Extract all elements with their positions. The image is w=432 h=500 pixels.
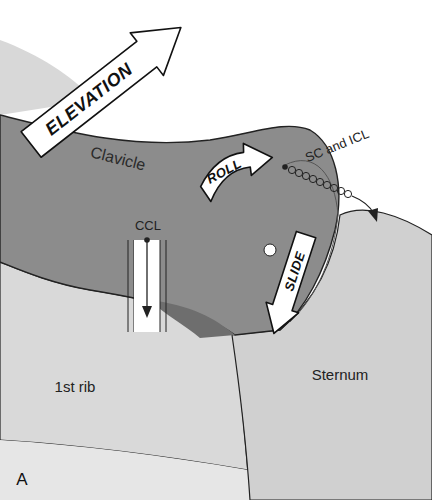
spring-coil bbox=[295, 169, 302, 176]
spring-coil bbox=[316, 178, 323, 185]
figure-letter: A bbox=[10, 470, 34, 490]
ligament-line bbox=[160, 240, 161, 332]
ligament-line bbox=[128, 240, 129, 332]
ligament-dot bbox=[144, 237, 150, 243]
spring-coil bbox=[288, 166, 295, 173]
spring-coil bbox=[330, 184, 337, 191]
ligament-arrowhead bbox=[368, 208, 378, 222]
ligament-tension-line bbox=[146, 240, 147, 312]
spring-coil bbox=[344, 190, 351, 197]
axis-of-rotation bbox=[264, 244, 276, 256]
bone-label: Sternum bbox=[300, 366, 380, 383]
spring-coil bbox=[323, 181, 330, 188]
arrow-shape bbox=[15, 6, 198, 166]
rib-lower-area bbox=[0, 440, 250, 500]
bone-label: 1st rib bbox=[40, 378, 110, 395]
ligament-dot bbox=[282, 164, 288, 170]
spring-coil bbox=[337, 187, 344, 194]
spring-coil bbox=[302, 172, 309, 179]
ligament-label: CCL bbox=[126, 218, 170, 233]
arrow-shape bbox=[192, 135, 277, 203]
spring-coil bbox=[309, 175, 316, 182]
ligament-band bbox=[134, 240, 160, 332]
ligament-arrowhead bbox=[142, 306, 152, 318]
clavicle-shadow bbox=[150, 300, 235, 338]
ligament-line bbox=[166, 240, 167, 332]
arrow-shape bbox=[258, 229, 322, 338]
